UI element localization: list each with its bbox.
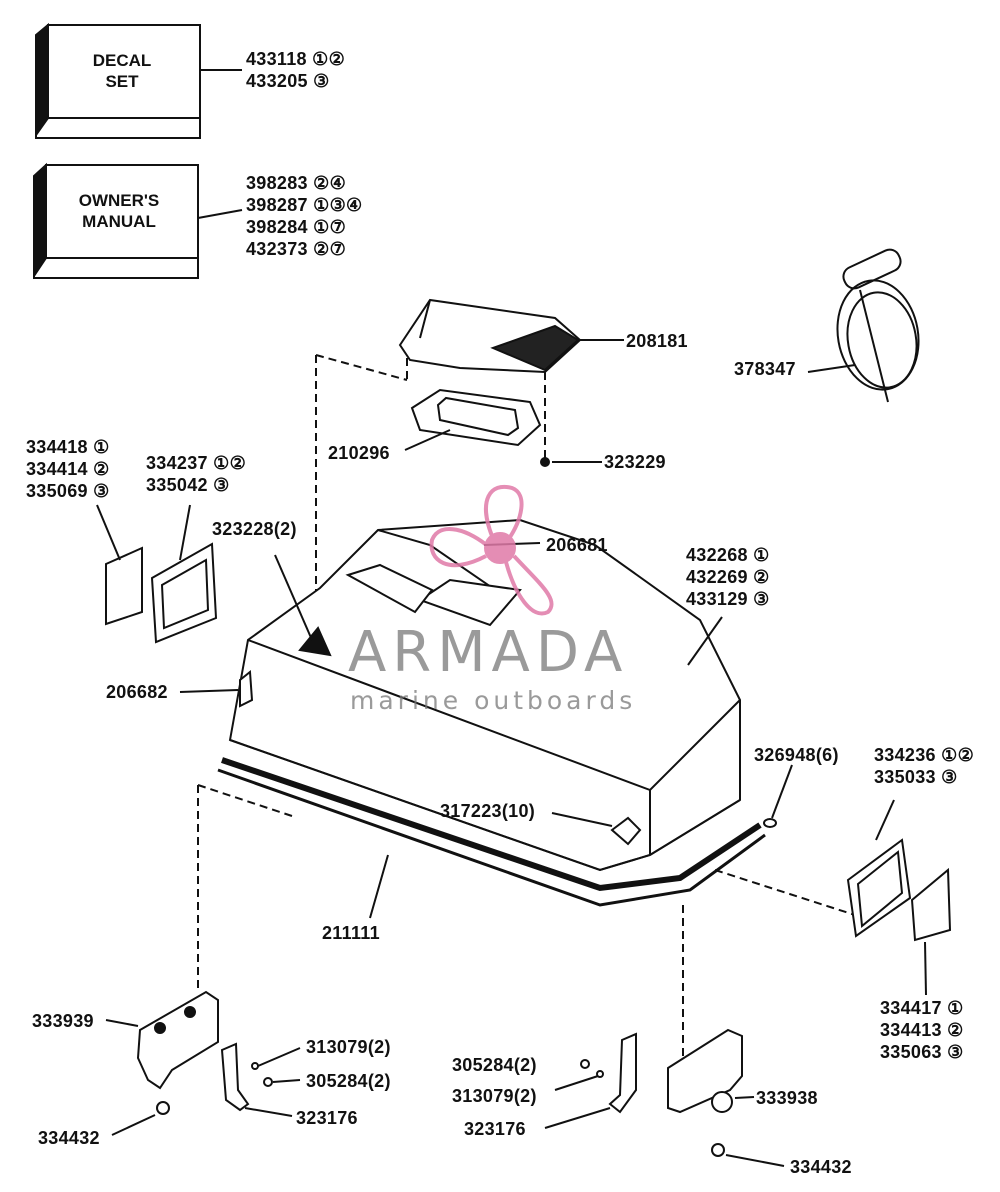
- manual-part-list: 398283 ②④ 398287 ①③④ 398284 ①⑦ 432373 ②⑦: [246, 172, 362, 260]
- label-208181: 208181: [626, 331, 688, 351]
- label-323176-right: 323176: [464, 1119, 526, 1139]
- engine-cowl: [228, 518, 741, 872]
- label-313079-right: 313079(2): [452, 1086, 537, 1106]
- left-mount-bracket: [105, 990, 219, 1136]
- part-label: 335033 ③: [874, 767, 958, 787]
- label-334432-right: 334432: [790, 1157, 852, 1177]
- label-333939: 333939: [32, 1011, 94, 1031]
- part-label: 432268 ①: [686, 545, 770, 565]
- watermark-tagline: marine outboards: [350, 686, 637, 715]
- part-label: 433205 ③: [246, 71, 330, 91]
- decal-set-line2: SET: [105, 72, 139, 91]
- label-323229: 323229: [604, 452, 666, 472]
- part-label: 433129 ③: [686, 589, 770, 609]
- label-323176-left: 323176: [296, 1108, 358, 1128]
- label-305284-right: 305284(2): [452, 1055, 537, 1075]
- right-mount-bracket: [667, 1028, 785, 1167]
- right-plate-part-list: 334236 ①② 335033 ③: [874, 744, 974, 788]
- part-label: 398283 ②④: [246, 173, 347, 193]
- left-decal-part-list: 334418 ① 334414 ② 335069 ③: [26, 436, 110, 502]
- part-label: 334417 ①: [880, 998, 964, 1018]
- part-label: 334237 ①②: [146, 453, 247, 473]
- cowl-part-list: 432268 ① 432269 ② 433129 ③: [686, 544, 770, 610]
- label-326948: 326948(6): [754, 745, 839, 765]
- lanyard-cord: [807, 248, 920, 403]
- part-label: 334413 ②: [880, 1020, 964, 1040]
- right-plate-and-decal: [846, 799, 952, 996]
- access-cover: [398, 298, 624, 374]
- right-clip-bracket: [544, 1032, 637, 1129]
- part-label: 335063 ③: [880, 1042, 964, 1062]
- watermark-logo: [429, 484, 554, 616]
- decal-set-title: DECAL SET: [60, 50, 184, 92]
- part-label: 432373 ②⑦: [246, 239, 347, 259]
- part-label: 334418 ①: [26, 437, 110, 457]
- right-decal-part-list: 334417 ① 334413 ② 335063 ③: [880, 997, 964, 1063]
- label-313079-left: 313079(2): [306, 1037, 391, 1057]
- label-206681: 206681: [546, 535, 608, 555]
- left-plate-part-list: 334237 ①② 335042 ③: [146, 452, 246, 496]
- part-label: 334414 ②: [26, 459, 110, 479]
- label-305284-left: 305284(2): [306, 1071, 391, 1091]
- label-378347: 378347: [734, 359, 796, 379]
- part-label: 335069 ③: [26, 481, 110, 501]
- part-label: 433118 ①②: [246, 49, 346, 69]
- label-333938: 333938: [756, 1088, 818, 1108]
- decal-set-box: [35, 22, 242, 139]
- label-210296: 210296: [328, 443, 390, 463]
- label-211111: 211111: [322, 923, 380, 943]
- label-323228: 323228(2): [212, 519, 297, 539]
- bezel: [404, 358, 542, 451]
- part-label: 335042 ③: [146, 475, 230, 495]
- left-decal-and-plate: [96, 504, 218, 644]
- label-334432-left: 334432: [38, 1128, 100, 1148]
- left-clip-bracket: [220, 1042, 301, 1117]
- part-label: 398287 ①③④: [246, 195, 363, 215]
- label-206682: 206682: [106, 682, 168, 702]
- watermark-brand: ARMADA: [348, 620, 629, 685]
- owners-manual-title: OWNER'S MANUAL: [56, 190, 182, 232]
- part-label: 398284 ①⑦: [246, 217, 347, 237]
- part-label: 432269 ②: [686, 567, 770, 587]
- decal-set-line1: DECAL: [92, 51, 152, 70]
- part-label: 334236 ①②: [874, 745, 975, 765]
- owners-manual-box: [33, 162, 243, 280]
- manual-line2: MANUAL: [82, 212, 156, 231]
- decal-part-list: 433118 ①② 433205 ③: [246, 48, 345, 92]
- seal-ring: [217, 757, 766, 919]
- label-317223: 317223(10): [440, 801, 536, 821]
- manual-line1: OWNER'S: [78, 191, 160, 210]
